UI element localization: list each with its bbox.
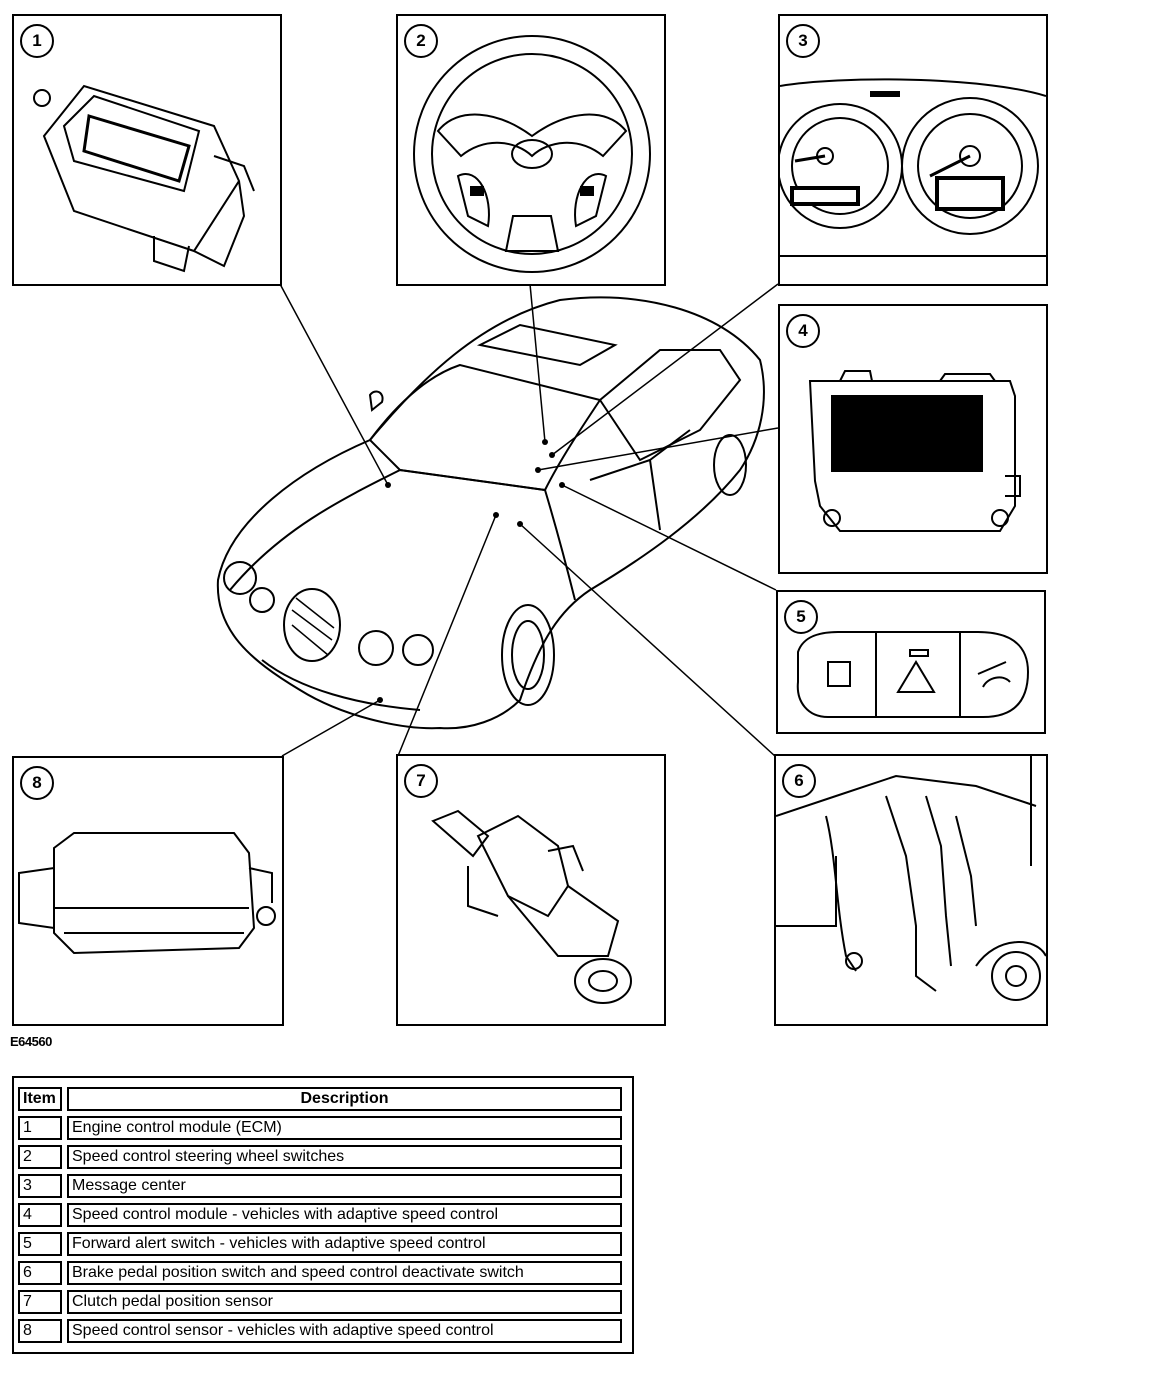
- side-windows: [598, 349, 742, 462]
- legend-header-item: Item: [18, 1087, 62, 1111]
- hood-line: [229, 468, 576, 601]
- leader-dot-3: [549, 452, 555, 458]
- callout-number: 1: [20, 24, 54, 58]
- leader-dot-6: [517, 521, 523, 527]
- vehicle-diagram: [216, 283, 779, 758]
- panel-forward-alert-switch: 5: [776, 590, 1046, 734]
- steering-wheel-illustration: [413, 35, 651, 273]
- rear-wheel: [713, 434, 747, 496]
- front-bumper: [261, 659, 421, 711]
- clutch-pedal-sensor-illustration: [431, 809, 632, 1004]
- callout-number: 5: [784, 600, 818, 634]
- leader-line-7: [397, 514, 497, 757]
- speed-control-sensor-illustration: [18, 832, 276, 955]
- legend-item-number: 6: [18, 1261, 62, 1285]
- headlight-right: [358, 630, 394, 666]
- legend-item-description: Message center: [67, 1174, 622, 1198]
- speed-control-module-illustration: [808, 370, 1021, 532]
- leader-dot-7: [493, 512, 499, 518]
- panel-clutch-pedal-sensor: 7: [396, 754, 666, 1026]
- leader-dot-8: [377, 697, 383, 703]
- instrument-cluster-illustration: [780, 78, 1046, 257]
- sunroof: [476, 323, 618, 367]
- callout-number: 6: [782, 764, 816, 798]
- legend-item-number: 7: [18, 1290, 62, 1314]
- legend-item-description: Brake pedal position switch and speed co…: [67, 1261, 622, 1285]
- leader-line-1: [279, 283, 389, 486]
- callout-number: 8: [20, 766, 54, 800]
- callout-number: 2: [404, 24, 438, 58]
- panel-speed-control-sensor: 8: [12, 756, 284, 1026]
- grille-bars: [291, 597, 335, 656]
- callout-number: 4: [786, 314, 820, 348]
- callout-number: 3: [786, 24, 820, 58]
- leader-line-2: [529, 283, 546, 443]
- car-body-outline: [216, 296, 765, 730]
- leader-dot-1: [385, 482, 391, 488]
- panel-speed-control-module: 4: [778, 304, 1048, 574]
- legend-item-description: Clutch pedal position sensor: [67, 1290, 622, 1314]
- leader-line-6: [519, 523, 777, 758]
- headlight-left: [223, 561, 257, 595]
- figure-id: E64560: [10, 1034, 52, 1049]
- panel-brake-pedal-switch: 6: [774, 754, 1048, 1026]
- forward-alert-switch-illustration: [796, 631, 1030, 718]
- legend-item-description: Speed control sensor - vehicles with ada…: [67, 1319, 622, 1343]
- legend-item-description: Engine control module (ECM): [67, 1116, 622, 1140]
- leader-dot-4: [535, 467, 541, 473]
- door-line: [589, 429, 691, 531]
- legend-item-number: 1: [18, 1116, 62, 1140]
- leader-dot-5: [559, 482, 565, 488]
- headlight-left-inner: [249, 587, 275, 613]
- legend-item-number: 3: [18, 1174, 62, 1198]
- legend-item-description: Speed control steering wheel switches: [67, 1145, 622, 1169]
- brake-pedal-switch-illustration: [776, 756, 1046, 1001]
- front-wheel-rim: [511, 620, 545, 690]
- headlight-right-inner: [402, 634, 434, 666]
- panel-message-center: 3: [778, 14, 1048, 286]
- legend-item-number: 8: [18, 1319, 62, 1343]
- legend-item-number: 5: [18, 1232, 62, 1256]
- legend-item-number: 2: [18, 1145, 62, 1169]
- callout-number: 7: [404, 764, 438, 798]
- front-wheel: [501, 604, 555, 706]
- legend-header-row: Item Description: [18, 1087, 622, 1111]
- leader-line-8: [281, 699, 381, 757]
- legend-item-description: Forward alert switch - vehicles with ada…: [67, 1232, 622, 1256]
- leader-line-4: [537, 427, 779, 471]
- legend-item-description: Speed control module - vehicles with ada…: [67, 1203, 622, 1227]
- grille: [283, 588, 341, 662]
- legend-header-description: Description: [67, 1087, 622, 1111]
- panel-ecm: 1: [12, 14, 282, 286]
- legend-item-number: 4: [18, 1203, 62, 1227]
- leader-dot-2: [542, 439, 548, 445]
- leader-line-3: [551, 283, 779, 456]
- mirror: [368, 390, 384, 412]
- ecm-illustration: [33, 84, 255, 273]
- leader-line-5: [561, 484, 777, 591]
- panel-steering-wheel: 2: [396, 14, 666, 286]
